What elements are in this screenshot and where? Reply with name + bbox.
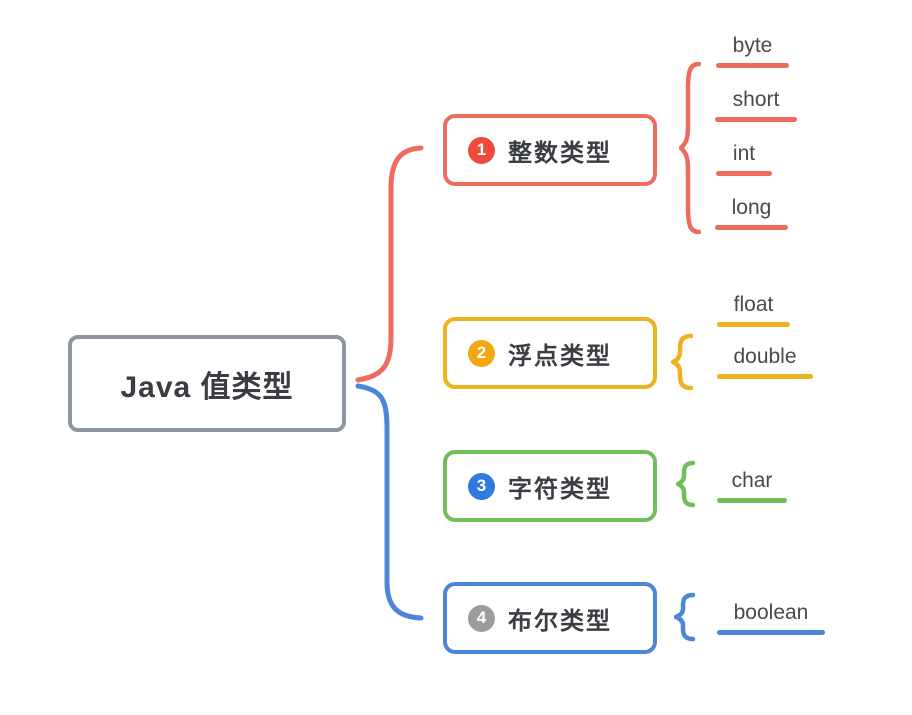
brace-icon-boolean xyxy=(674,592,696,642)
leaf-node-long[interactable]: long xyxy=(715,196,788,230)
number-3-badge-icon: 3 xyxy=(468,472,495,500)
leaf-label-boolean: boolean xyxy=(733,601,809,624)
root-node-label: Java 值类型 xyxy=(120,370,294,404)
leaf-node-char[interactable]: char xyxy=(717,469,787,503)
leaf-node-boolean[interactable]: boolean xyxy=(717,601,825,635)
branch-node-float-types[interactable]: 2 浮点类型 xyxy=(443,317,657,389)
leaf-node-float[interactable]: float xyxy=(717,293,790,327)
leaf-label-char: char xyxy=(731,469,773,492)
number-2-badge-icon: 2 xyxy=(468,339,495,367)
leaf-label-double: double xyxy=(733,345,797,368)
leaf-underline-short xyxy=(715,117,797,122)
leaf-underline-int xyxy=(716,171,772,176)
branch-node-integer-types[interactable]: 1 整数类型 xyxy=(443,114,657,186)
leaf-underline-char xyxy=(717,498,787,503)
branch-label-integer: 整数类型 xyxy=(508,139,612,167)
root-node-java-value-types[interactable]: Java 值类型 xyxy=(68,335,346,432)
leaf-underline-long xyxy=(715,225,788,230)
leaf-node-int[interactable]: int xyxy=(716,142,772,176)
leaf-node-double[interactable]: double xyxy=(717,345,813,379)
number-1-badge-icon: 1 xyxy=(468,136,495,164)
brace-icon-float xyxy=(670,333,694,391)
leaf-underline-float xyxy=(717,322,790,327)
brace-icon-integer xyxy=(679,61,701,235)
branch-label-char: 字符类型 xyxy=(508,475,612,503)
branch-label-float: 浮点类型 xyxy=(508,342,612,370)
leaf-underline-boolean xyxy=(717,630,825,635)
number-4-badge-icon: 4 xyxy=(468,604,495,632)
leaf-underline-double xyxy=(717,374,813,379)
branch-label-boolean: 布尔类型 xyxy=(508,607,612,635)
connector-root-to-boolean xyxy=(355,383,424,621)
leaf-underline-byte xyxy=(716,63,789,68)
leaf-node-byte[interactable]: byte xyxy=(716,34,789,68)
leaf-label-long: long xyxy=(731,196,772,219)
leaf-node-short[interactable]: short xyxy=(715,88,797,122)
leaf-label-int: int xyxy=(732,142,756,165)
branch-node-boolean-types[interactable]: 4 布尔类型 xyxy=(443,582,657,654)
leaf-label-short: short xyxy=(732,88,780,111)
branch-node-char-types[interactable]: 3 字符类型 xyxy=(443,450,657,522)
brace-icon-char xyxy=(676,460,696,508)
leaf-label-byte: byte xyxy=(732,34,773,57)
connector-root-to-integer xyxy=(355,145,424,383)
leaf-label-float: float xyxy=(733,293,774,316)
